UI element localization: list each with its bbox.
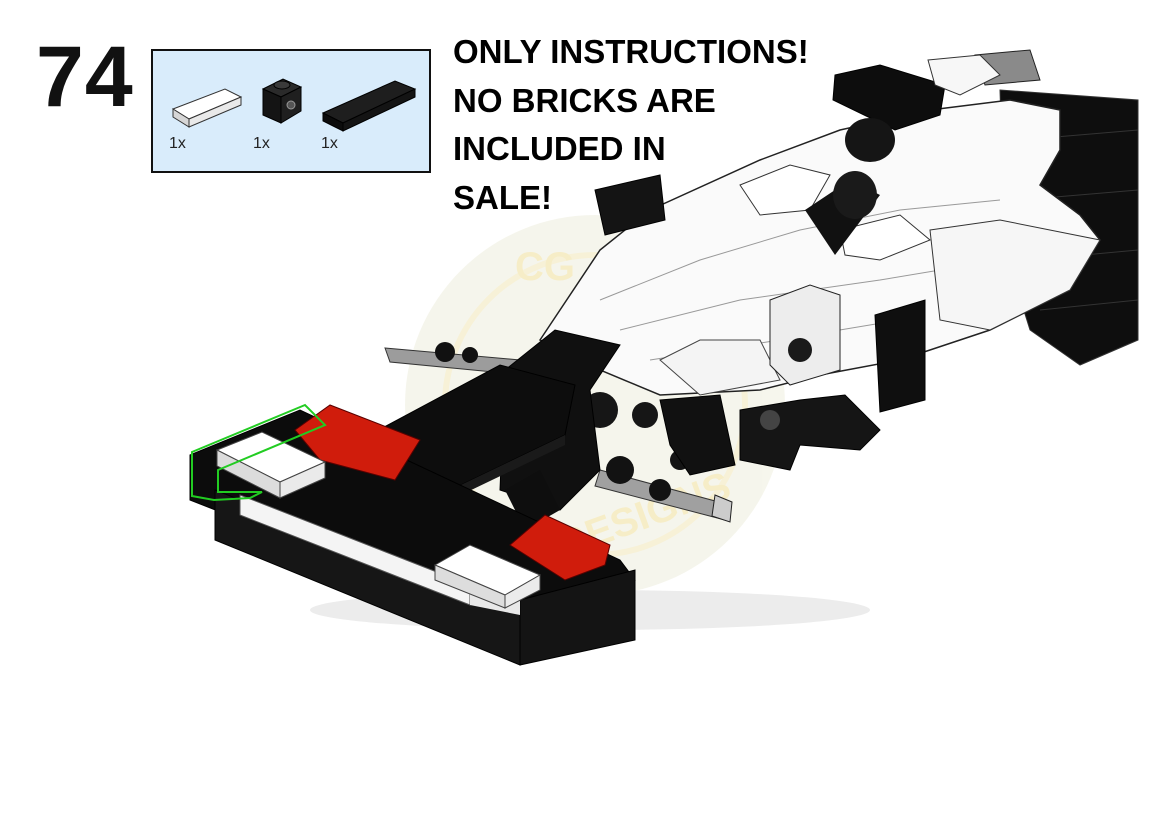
part-quantity: 1x [321,135,338,152]
front-wing [189,403,636,666]
part-quantity: 1x [253,135,270,152]
notice-line: ONLY INSTRUCTIONS! [453,33,809,70]
parts-list-callout: 1x 1x 1x [151,49,431,173]
notice-line: INCLUDED IN [453,130,666,167]
notice-line: NO BRICKS ARE [453,81,716,119]
watermark-top-text: CG [515,245,575,289]
step-number: 74 [36,29,134,125]
sale-notice: ONLY INSTRUCTIONS! NO BRICKS ARE INCLUDE… [453,28,809,222]
black-tile-part-icon [321,80,417,132]
black-bracket-part-icon [261,78,303,124]
white-tile-part-icon [171,88,243,128]
part-quantity: 1x [169,135,186,152]
notice-line: SALE! [453,178,552,216]
